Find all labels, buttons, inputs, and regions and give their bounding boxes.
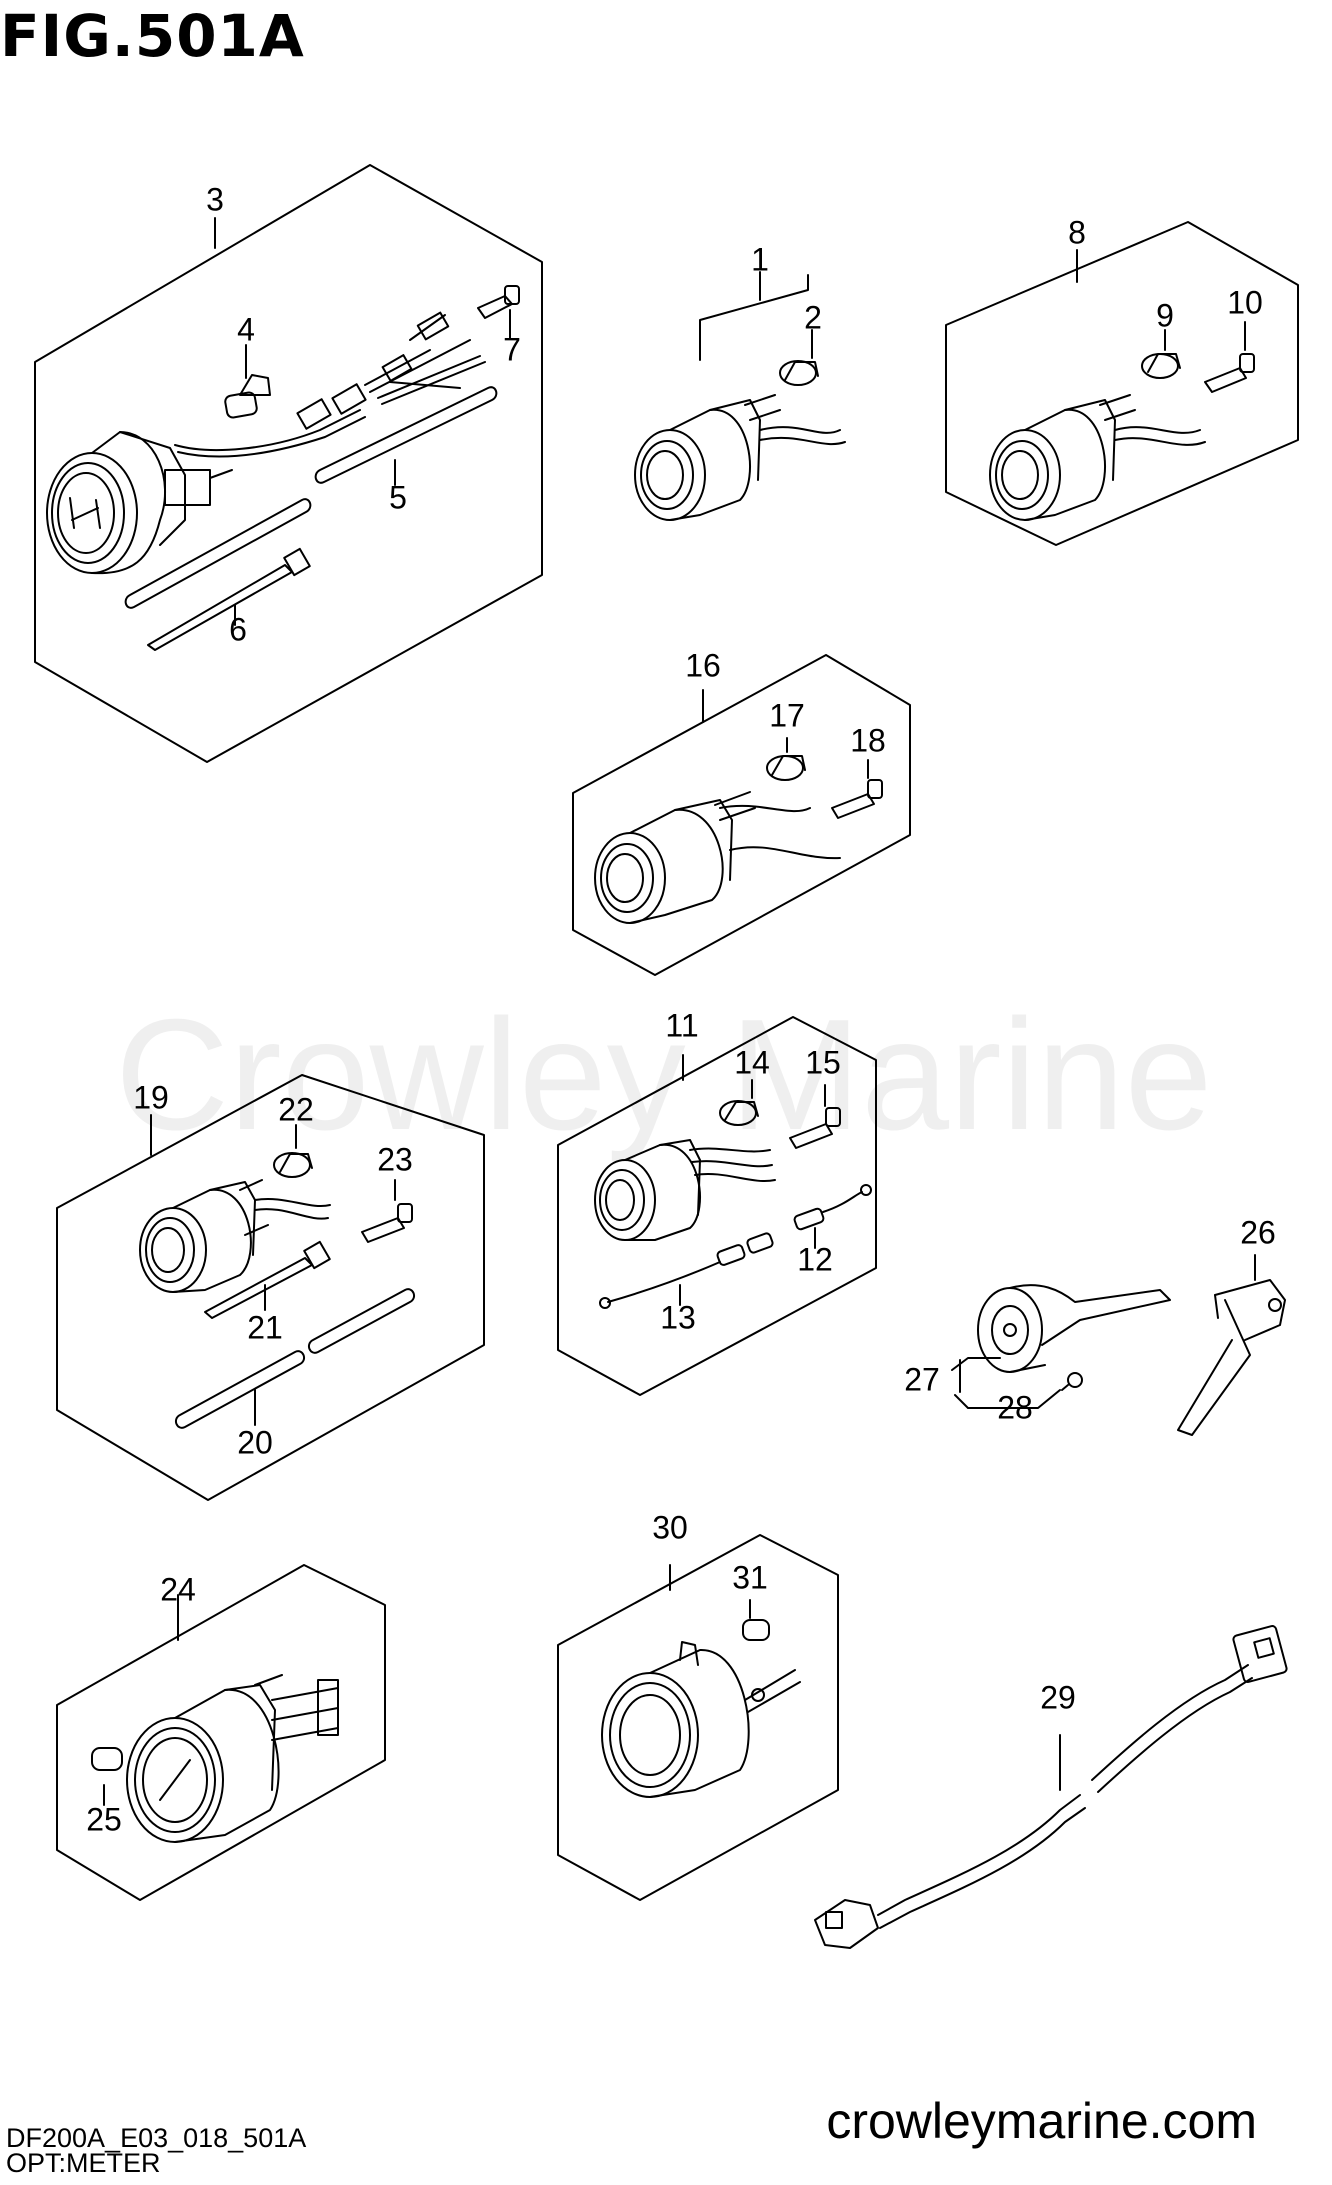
figure-caption: OPT:METER	[6, 2148, 161, 2178]
kit-19	[56, 1074, 485, 1501]
tube-20	[174, 1288, 416, 1429]
kit-11-frame	[557, 1016, 877, 1396]
bulb-22	[273, 1124, 313, 1178]
meter-housing-27	[951, 1284, 1171, 1409]
callout-1: 1	[751, 241, 769, 277]
kit-3-frame	[34, 164, 543, 763]
callout-12: 12	[797, 1241, 833, 1277]
mount-bracket-26	[1177, 1254, 1286, 1436]
terminal-23	[361, 1179, 413, 1243]
bulb-9	[1141, 329, 1181, 379]
callout-22: 22	[278, 1091, 314, 1127]
website-label: crowleymarine.com	[826, 2093, 1257, 2149]
callout-26: 26	[1240, 1214, 1276, 1250]
cable-tie-21	[204, 1240, 331, 1319]
callout-31: 31	[732, 1559, 768, 1595]
callout-10: 10	[1227, 284, 1263, 320]
callout-14: 14	[734, 1044, 770, 1080]
watermark: Crowley Marine	[115, 987, 1213, 1163]
cable-tie-6	[147, 547, 311, 651]
gauge-1	[634, 271, 846, 521]
screw-28	[1061, 1372, 1083, 1391]
callout-20: 20	[237, 1424, 273, 1460]
bulb-4	[224, 344, 271, 419]
connector-3	[296, 311, 486, 430]
callout-25: 25	[86, 1801, 122, 1837]
callout-16: 16	[685, 647, 721, 683]
callout-7: 7	[503, 331, 521, 367]
kit-24-frame	[56, 1564, 386, 1901]
callout-labels: 1 2 3 4 5 6 7 8 9 10 11 12 13 14 15 16 1…	[86, 181, 1276, 1837]
kit-3	[34, 164, 543, 763]
terminal-10	[1204, 321, 1255, 393]
bulb-17	[766, 737, 806, 781]
bulb-31	[742, 1599, 770, 1641]
kit-16	[572, 654, 911, 976]
callout-11: 11	[665, 1007, 698, 1043]
callout-6: 6	[229, 611, 247, 647]
tube-5	[124, 386, 498, 609]
terminal-15	[789, 1084, 841, 1149]
callout-5: 5	[389, 479, 407, 515]
kit-11	[557, 1016, 877, 1396]
callout-30: 30	[652, 1509, 688, 1545]
callout-18: 18	[850, 722, 886, 758]
figure-title: FIG.501A	[0, 2, 305, 70]
callout-8: 8	[1068, 214, 1086, 250]
callout-4: 4	[237, 311, 255, 347]
terminal-18	[831, 759, 883, 819]
bulb-14	[719, 1079, 759, 1126]
kit-16-frame	[572, 654, 911, 976]
bulb-25	[91, 1747, 123, 1806]
gauge-3	[46, 409, 366, 575]
callout-23: 23	[377, 1141, 413, 1177]
terminal-7	[477, 285, 520, 339]
callout-29: 29	[1040, 1679, 1076, 1715]
callout-28: 28	[997, 1389, 1033, 1425]
callout-24: 24	[160, 1571, 196, 1607]
figure-code: DF200A_E03_018_501A	[6, 2123, 307, 2153]
kit-24	[56, 1564, 386, 1901]
kit-19-frame	[56, 1074, 485, 1501]
callout-27: 27	[904, 1361, 940, 1397]
kit-8-frame	[945, 221, 1299, 546]
callout-2: 2	[804, 299, 822, 335]
kit-30-frame	[557, 1534, 839, 1901]
callout-3: 3	[206, 181, 224, 217]
callout-17: 17	[769, 697, 805, 733]
callout-9: 9	[1156, 297, 1174, 333]
callout-15: 15	[805, 1044, 841, 1080]
wire-12	[793, 1184, 872, 1249]
kit-30	[557, 1534, 839, 1901]
wire-13	[599, 1232, 774, 1309]
kit-8	[945, 221, 1299, 546]
callout-21: 21	[247, 1309, 283, 1345]
callout-19: 19	[133, 1079, 169, 1115]
callout-13: 13	[660, 1299, 696, 1335]
harness-29	[814, 1625, 1288, 1949]
bulb-2	[779, 329, 819, 386]
